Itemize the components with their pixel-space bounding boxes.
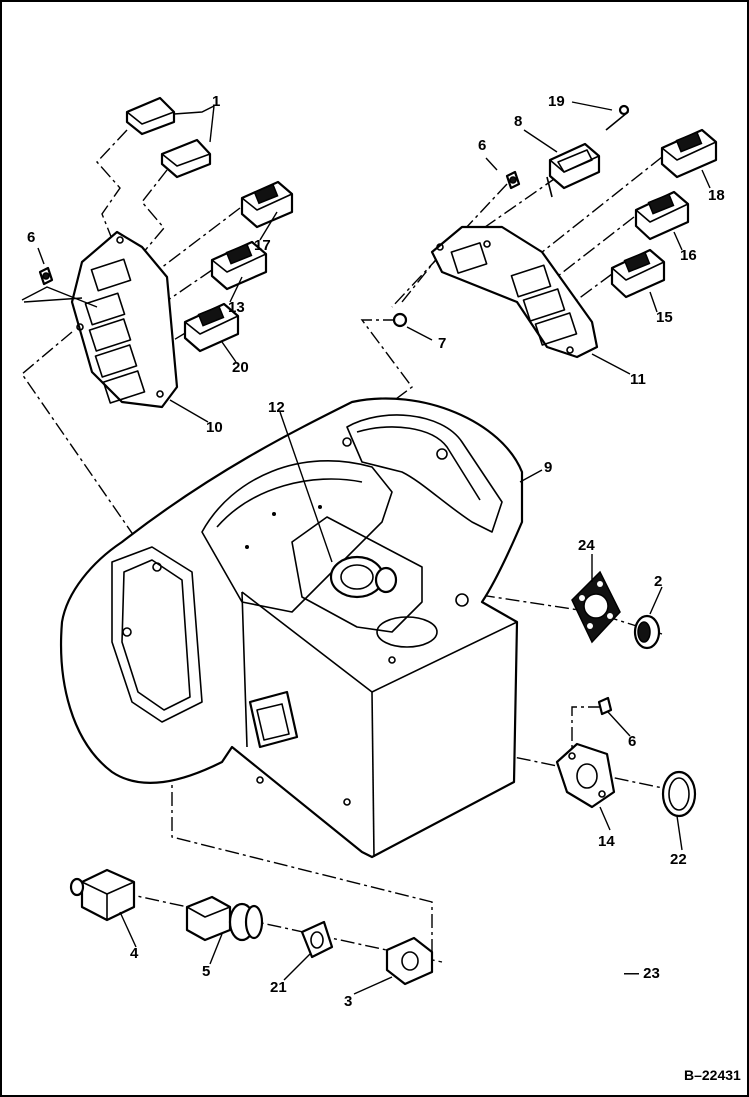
callout-12: 12 [268, 399, 285, 416]
callout-17: 17 [254, 237, 271, 254]
callout-labels: 1 6 17 13 20 10 19 8 6 18 16 15 11 7 12 … [27, 93, 741, 1083]
callout-6-lower: 6 [628, 733, 636, 750]
callout-3: 3 [344, 993, 352, 1010]
drawing-number: B–22431 [684, 1067, 741, 1083]
callout-10: 10 [206, 419, 223, 436]
console-housing [59, 397, 524, 859]
callout-18: 18 [708, 187, 725, 204]
callout-7: 7 [438, 335, 446, 352]
callout-15: 15 [656, 309, 673, 326]
callout-2: 2 [654, 573, 662, 590]
switch-5 [185, 895, 264, 942]
callout-6-right: 6 [478, 137, 486, 154]
rocker-switch-13 [210, 240, 268, 291]
ring-22 [661, 770, 697, 818]
rocker-switch-17 [240, 180, 294, 229]
rocker-switch-8 [546, 142, 601, 198]
rocker-switch-18 [660, 128, 718, 179]
rocker-switch-15 [610, 248, 666, 299]
washer-21 [300, 920, 334, 959]
grommet-2 [633, 614, 661, 650]
bezel-14 [555, 742, 616, 809]
left-switch-panel [70, 230, 179, 409]
callout-11: 11 [630, 371, 646, 388]
ignition-switch [329, 555, 398, 599]
rocker-switch-16 [634, 190, 690, 241]
page-marker: — 23 [624, 965, 660, 982]
callout-14: 14 [598, 833, 615, 850]
rocker-switch-20 [183, 302, 240, 353]
callout-1: 1 [212, 93, 220, 110]
callout-5: 5 [202, 963, 210, 980]
callout-6-left: 6 [27, 229, 35, 246]
leader-lines [21, 101, 711, 995]
screws [38, 104, 630, 716]
blank-plugs [125, 96, 212, 179]
callout-24: 24 [578, 537, 595, 554]
callout-19: 19 [548, 93, 565, 110]
cap-4 [69, 868, 136, 922]
callout-16: 16 [680, 247, 697, 264]
callout-13: 13 [228, 299, 245, 316]
right-switch-panel [430, 225, 599, 359]
callout-8: 8 [514, 113, 522, 130]
callout-22: 22 [670, 851, 687, 868]
callout-4: 4 [130, 945, 139, 962]
callout-9: 9 [544, 459, 552, 476]
callout-20: 20 [232, 359, 249, 376]
callout-21: 21 [270, 979, 287, 996]
nut-3 [385, 936, 434, 986]
gasket-24 [571, 570, 621, 644]
